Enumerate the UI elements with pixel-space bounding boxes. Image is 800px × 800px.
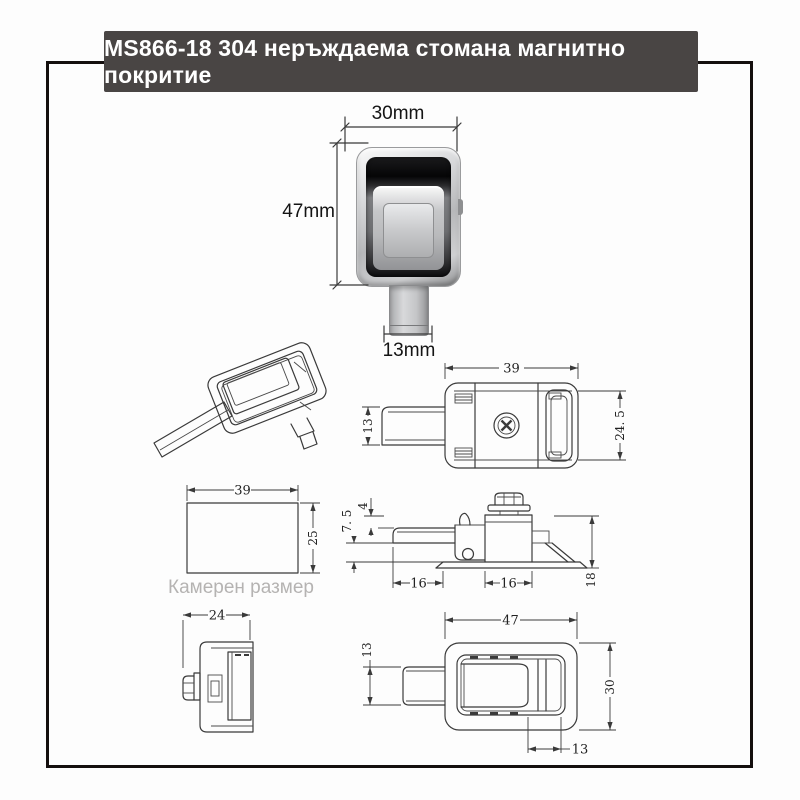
top-view-dim-arm: 13 (361, 406, 380, 446)
latch-photo-paddle (373, 186, 444, 270)
photo-width-dim: 30mm (340, 103, 462, 152)
photo-dimensions: 30mm 47mm 13mm (282, 103, 462, 361)
top-view-drawing: 39 13 24. 5 (361, 362, 627, 469)
svg-text:7. 5: 7. 5 (340, 510, 354, 533)
product-title: MS866-18 304 неръждаема стомана магнитно… (104, 34, 626, 88)
front-view-dim-paddle: 13 (527, 717, 589, 758)
svg-text:13: 13 (361, 418, 375, 433)
cutout-drawing: 39 25 (186, 484, 320, 574)
top-view-dim-depth: 24. 5 (578, 390, 627, 461)
latch-photo-tab-edge (390, 325, 428, 326)
side-view-dim-body-width: 16 (484, 571, 533, 592)
cutout-dim-width: 39 (186, 484, 299, 501)
latch-photo-paddle-center (383, 203, 434, 258)
side-view-dim-height: 18 (554, 515, 599, 588)
top-view-dim-width: 39 (444, 362, 579, 379)
front-view-dim-arm: 13 (360, 642, 401, 706)
photo-height-label: 47mm (282, 201, 335, 222)
svg-text:24: 24 (209, 609, 226, 624)
latch-photo-tab (389, 285, 429, 336)
photo-tab-label: 13mm (383, 340, 436, 361)
side-view-dim-offset: 4 (356, 498, 394, 536)
svg-text:18: 18 (584, 572, 598, 587)
profile-view-drawing: 24 (182, 609, 254, 733)
side-view-dim-gap: 7. 5 (340, 510, 443, 573)
isometric-latch (153, 342, 327, 458)
screw-icon (493, 412, 520, 439)
svg-text:47: 47 (502, 614, 519, 629)
side-view-dim-arm-length: 16 (392, 547, 444, 592)
cutout-caption: Камерен размер (168, 577, 314, 598)
svg-text:13: 13 (572, 743, 589, 758)
svg-text:13: 13 (360, 642, 374, 657)
svg-text:25: 25 (306, 530, 320, 545)
profile-view-body (182, 641, 254, 733)
front-view-dim-width: 47 (444, 612, 578, 639)
photo-tab-dim: 13mm (383, 325, 436, 361)
svg-text:39: 39 (503, 362, 520, 377)
photo-height-dim: 47mm (282, 138, 369, 290)
svg-text:39: 39 (234, 484, 251, 499)
top-view-body (381, 382, 579, 469)
front-view-body (402, 642, 578, 731)
photo-width-label: 30mm (372, 103, 425, 124)
title-banner: MS866-18 304 неръждаема стомана магнитно… (104, 31, 698, 92)
latch-photo-side-notch (458, 199, 463, 215)
bolt-icon (487, 492, 531, 515)
svg-text:24. 5: 24. 5 (613, 410, 627, 441)
svg-text:16: 16 (410, 577, 427, 592)
latch-photo-recess (366, 157, 451, 277)
front-view-drawing: 47 13 30 13 (360, 612, 617, 758)
nut-icon (182, 672, 201, 701)
cutout-dim-height: 25 (300, 502, 320, 574)
cutout-rect (186, 502, 299, 574)
side-view-body (392, 492, 588, 569)
svg-text:4: 4 (356, 502, 370, 510)
svg-text:30: 30 (603, 679, 617, 694)
svg-text:16: 16 (500, 577, 517, 592)
front-view-dim-height: 30 (579, 642, 617, 731)
side-view-drawing: 4 7. 5 16 16 (340, 492, 599, 592)
isometric-view-drawing (153, 342, 327, 458)
profile-view-dim-depth: 24 (182, 609, 251, 668)
